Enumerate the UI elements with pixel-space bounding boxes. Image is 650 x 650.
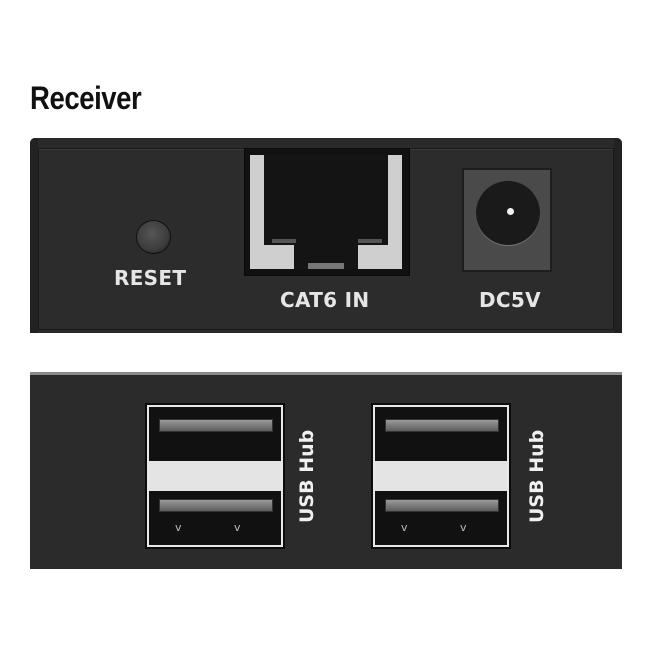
usb-spring-icon: v: [401, 521, 408, 534]
usb-spring-icon: v: [234, 521, 241, 534]
usb-divider: [375, 461, 507, 491]
usb-tongue-upper: [385, 419, 499, 432]
usb-port-icon[interactable]: v v: [147, 405, 283, 547]
rj45-ledge-right: [358, 239, 382, 243]
panel-edge-right: [614, 138, 622, 333]
dc-pin: [507, 208, 514, 215]
usb-divider: [149, 461, 281, 491]
usb-tongue-lower: [159, 499, 273, 512]
rj45-port-icon[interactable]: [244, 148, 410, 276]
rj45-opening: [264, 155, 388, 245]
dc5v-label: DC5V: [479, 288, 541, 312]
reset-button-icon[interactable]: [136, 220, 171, 254]
usb-hub-label: USB Hub: [526, 429, 548, 523]
usb-tongue-upper: [159, 419, 273, 432]
cat6-in-label: CAT6 IN: [280, 288, 370, 312]
reset-label: RESET: [114, 266, 187, 290]
rj45-ledge-left: [272, 239, 296, 243]
usb-hub-label: USB Hub: [296, 429, 318, 523]
usb-spring-icon: v: [460, 521, 467, 534]
usb-panel: [30, 372, 622, 569]
rj45-clip: [308, 263, 344, 269]
usb-tongue-lower: [385, 499, 499, 512]
panel-edge-left: [30, 138, 38, 333]
usb-port-icon[interactable]: v v: [373, 405, 509, 547]
page-title: Receiver: [30, 80, 142, 116]
usb-spring-icon: v: [175, 521, 182, 534]
dc-jack-icon[interactable]: [462, 168, 552, 272]
